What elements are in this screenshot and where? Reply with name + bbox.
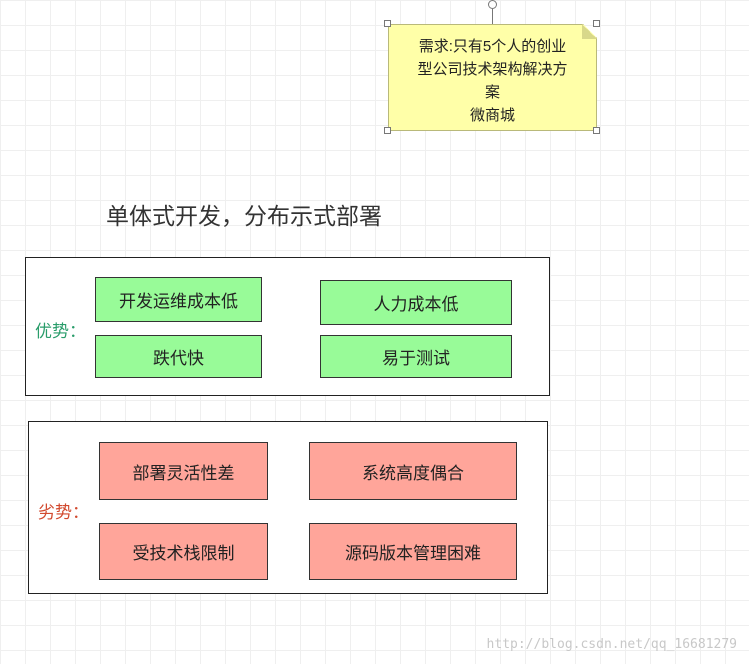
resize-handle-top-left[interactable] <box>384 20 391 27</box>
rotation-handle[interactable] <box>488 0 497 9</box>
advantage-box-2[interactable]: 人力成本低 <box>320 280 512 325</box>
resize-handle-bottom-left[interactable] <box>384 127 391 134</box>
note-line-4: 微商城 <box>469 107 515 124</box>
requirement-note[interactable]: 需求:只有5个人的创业 型公司技术架构解决方 案 微商城 <box>388 24 597 131</box>
note-line-2: 型公司技术架构解决方 <box>417 61 568 78</box>
disadvantage-box-3[interactable]: 受技术栈限制 <box>99 523 268 580</box>
disadvantage-box-4[interactable]: 源码版本管理困难 <box>309 523 517 580</box>
disadvantages-label: 劣势： <box>38 503 89 522</box>
note-line-3: 案 <box>484 84 500 101</box>
advantages-label: 优势： <box>35 322 86 341</box>
advantage-box-4[interactable]: 易于测试 <box>320 335 512 378</box>
advantage-box-3[interactable]: 跌代快 <box>95 335 262 378</box>
note-line-1: 需求:只有5个人的创业 <box>418 38 567 55</box>
advantage-box-1[interactable]: 开发运维成本低 <box>95 277 262 322</box>
diagram-heading: 单体式开发，分布示式部署 <box>106 203 382 229</box>
rotation-handle-stem <box>492 9 493 24</box>
note-folded-corner <box>582 24 597 39</box>
watermark-url: http://blog.csdn.net/qq_16681279 <box>486 637 737 652</box>
disadvantage-box-1[interactable]: 部署灵活性差 <box>99 442 268 500</box>
disadvantage-box-2[interactable]: 系统高度偶合 <box>309 442 517 500</box>
resize-handle-top-right[interactable] <box>593 20 600 27</box>
resize-handle-bottom-right[interactable] <box>593 127 600 134</box>
